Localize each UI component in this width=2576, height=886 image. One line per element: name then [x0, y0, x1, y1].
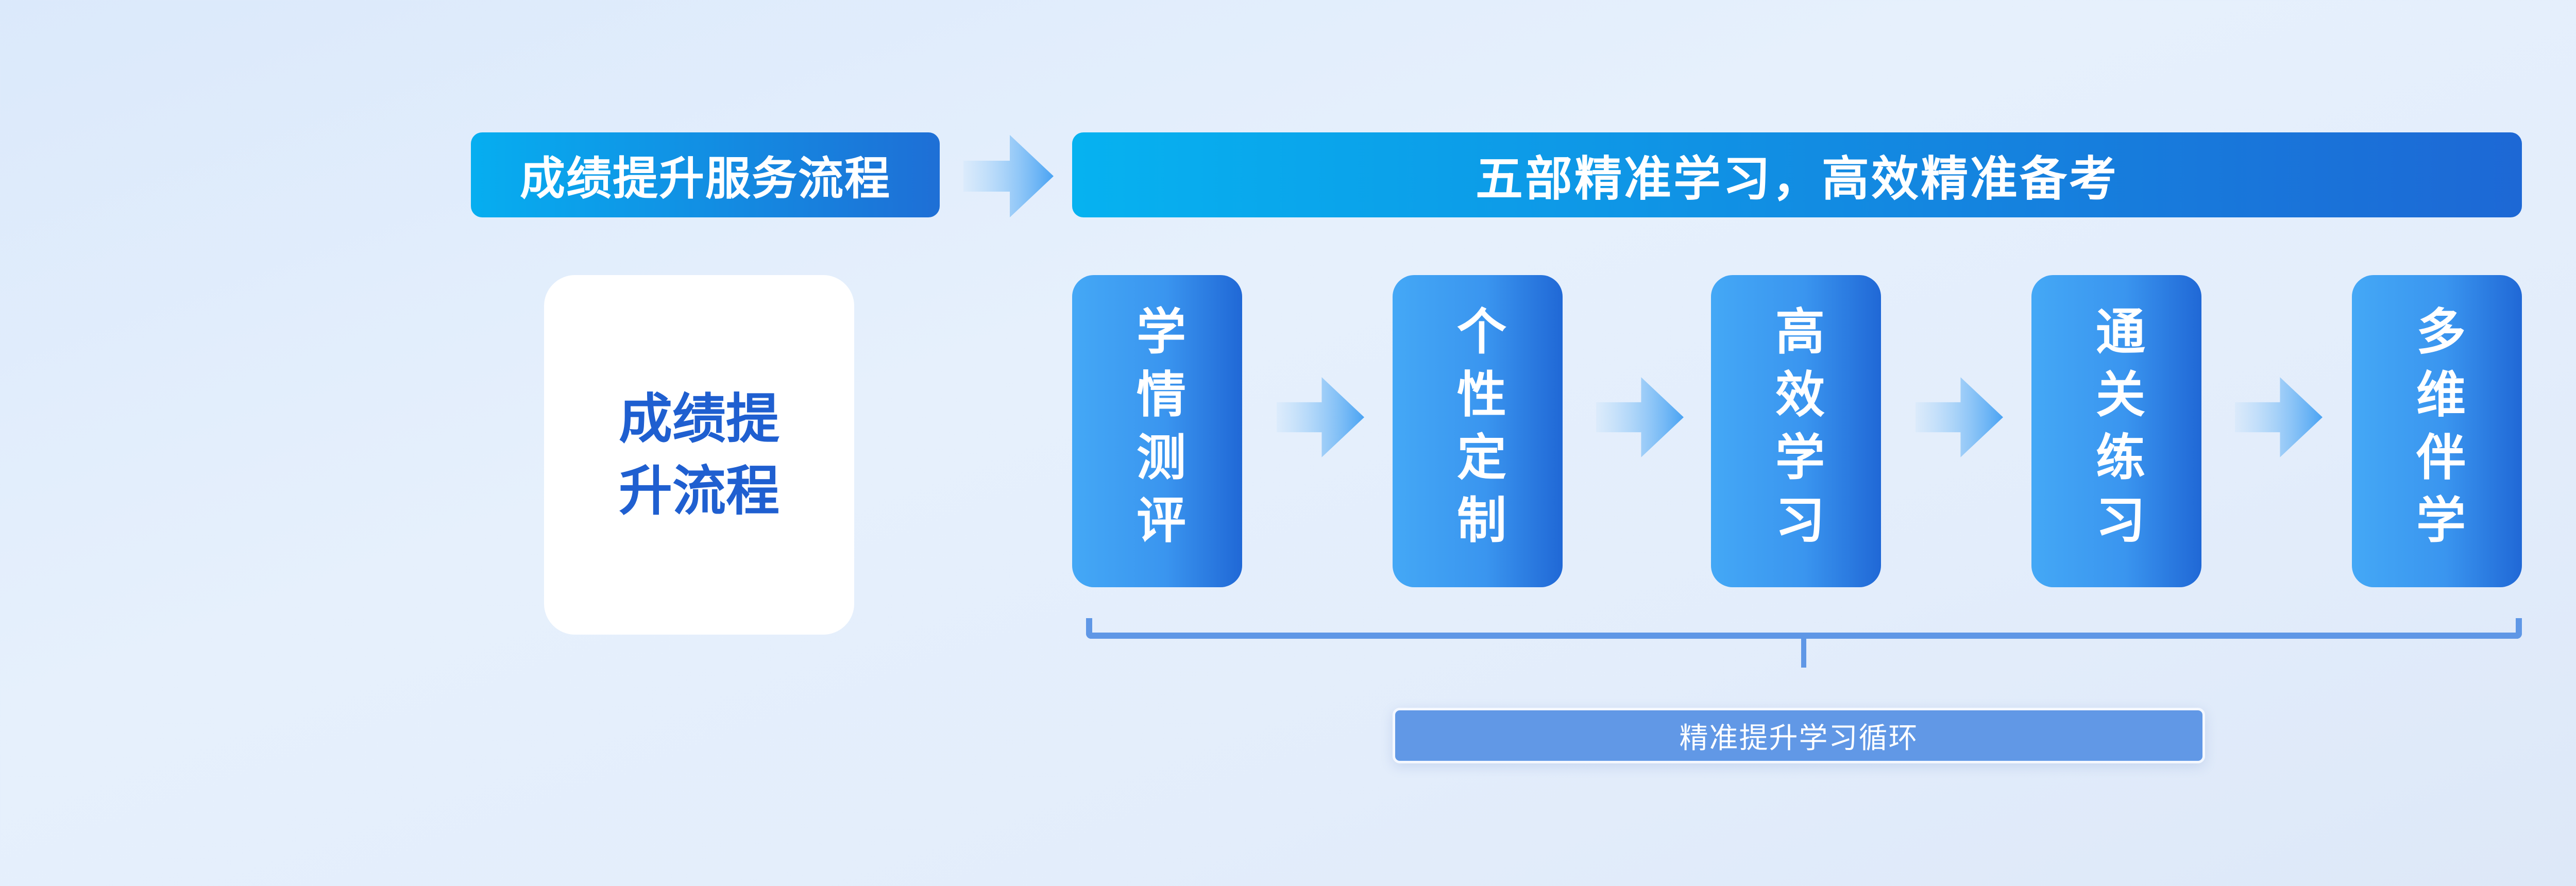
process-title-text: 成绩提升服务流程	[519, 152, 891, 205]
steps-bracket	[1086, 618, 2522, 639]
summary-card: 成绩提升流程	[544, 275, 854, 635]
banner-text: 五部精准学习，高效精准备考	[1475, 151, 2119, 207]
step-label: 通关练习	[2087, 305, 2145, 557]
step-label: 学情测评	[1128, 305, 1186, 557]
step-5: 多维伴学	[2352, 275, 2522, 587]
step-4: 通关练习	[2031, 275, 2201, 587]
step-1: 学情测评	[1072, 275, 1242, 587]
step-label: 多维伴学	[2408, 305, 2466, 557]
card-line-2: 升流程	[618, 459, 779, 522]
arrow-right-icon	[1916, 376, 2003, 458]
arrow-right-icon	[2235, 376, 2323, 458]
arrow-right-icon	[1277, 376, 1364, 458]
bracket-stem	[1801, 637, 1806, 668]
loop-label: 精准提升学习循环	[1679, 721, 1919, 755]
arrow-right-icon	[963, 135, 1054, 217]
banner: 五部精准学习，高效精准备考	[1072, 132, 2522, 217]
arrow-right-icon	[1596, 376, 1684, 458]
process-title: 成绩提升服务流程	[471, 132, 940, 217]
step-2: 个性定制	[1393, 275, 1563, 587]
loop-label-box: 精准提升学习循环	[1393, 708, 2205, 763]
step-3: 高效学习	[1711, 275, 1881, 587]
card-line-1: 成绩提	[618, 387, 779, 450]
step-label: 个性定制	[1448, 305, 1506, 557]
step-label: 高效学习	[1767, 305, 1825, 557]
